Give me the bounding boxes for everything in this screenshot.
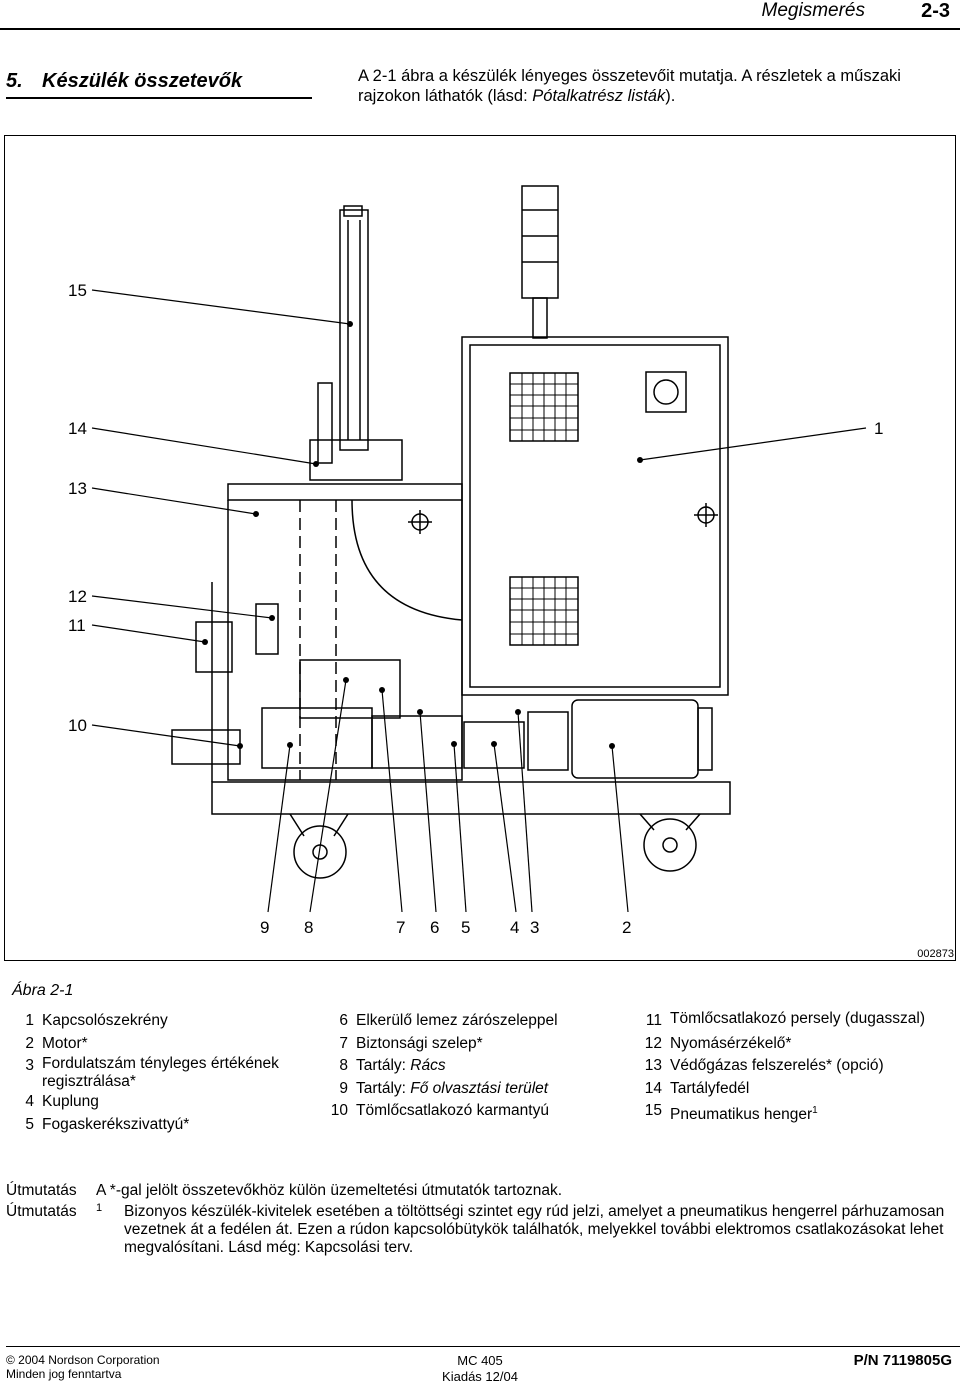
section-heading: 5. Készülék összetevők [6,70,242,93]
callout-12: 12 [68,587,87,606]
callout-6: 6 [430,918,439,937]
callout-7: 7 [396,918,405,937]
intro-paragraph: A 2-1 ábra a készülék lényeges összetevő… [358,66,958,106]
footer-left: © 2004 Nordson Corporation Minden jog fe… [6,1353,160,1381]
callout-14: 14 [68,419,87,438]
footer-center: MC 405 Kiadás 12/04 [410,1353,550,1385]
running-header-title: Megismerés [761,0,865,21]
footer-rule [6,1346,960,1347]
header-rule [0,28,960,30]
figure-caption: Ábra 2-1 [12,982,74,999]
callout-3: 3 [530,918,539,937]
figure-code: 002873 [917,948,954,960]
note-text: A *-gal jelölt összetevőkhöz külön üzeme… [96,1182,563,1199]
footer-model: MC 405 [457,1353,503,1368]
callout-2: 2 [622,918,631,937]
section-number: 5. [6,70,23,92]
section-title: Készülék összetevők [42,70,243,92]
figure-frame [4,135,956,961]
footer-rights: Minden jog fenntartva [6,1367,122,1381]
intro-text-end: ). [665,87,676,105]
callout-5: 5 [461,918,470,937]
footer-part-number: P/N 7119805G [853,1352,952,1369]
callout-8: 8 [304,918,313,937]
note-text: Bizonyos készülék-kivitelek esetében a t… [124,1203,945,1256]
page-number: 2-3 [921,0,950,22]
callout-11: 11 [68,616,86,635]
callout-10: 10 [68,716,87,735]
callout-4: 4 [510,918,519,937]
intro-reference: Pótalkatrész listák [532,87,666,105]
callout-9: 9 [260,918,269,937]
footer-issue: Kiadás 12/04 [442,1369,518,1384]
intro-text: A 2-1 ábra a készülék lényeges összetevő… [358,67,901,105]
note-label: Útmutatás [6,1203,77,1220]
section-underline [6,97,312,99]
footer-copyright: © 2004 Nordson Corporation [6,1353,160,1367]
note-marker: 1 [96,1202,103,1214]
callout-13: 13 [68,479,87,498]
note-label: Útmutatás [6,1182,77,1199]
callout-15: 15 [68,281,87,300]
callout-1: 1 [874,419,883,438]
machine-drawing: 15 14 13 12 11 10 1 9 8 7 6 5 4 3 2 [68,185,883,937]
